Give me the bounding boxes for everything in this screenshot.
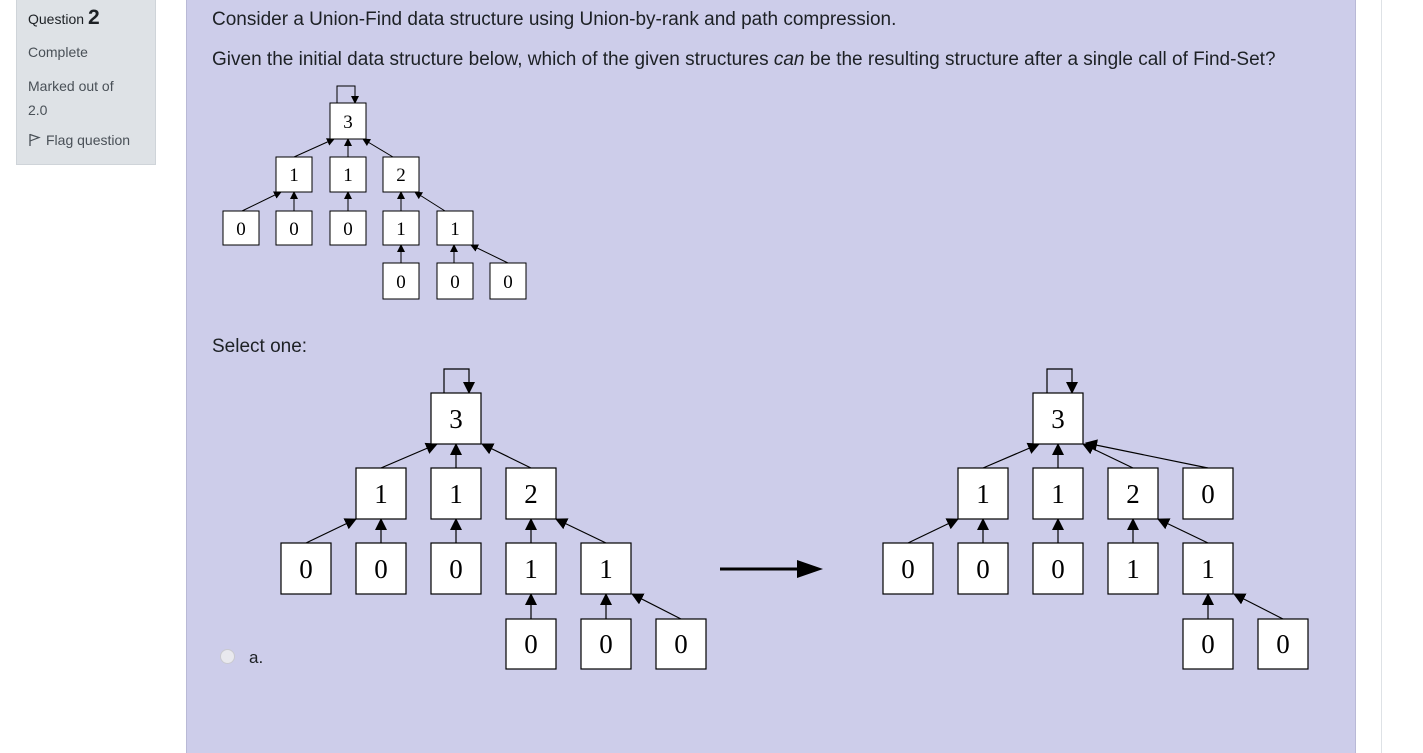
initial-l2-label: 1 <box>396 219 406 240</box>
question-text-line-1: Consider a Union-Find data structure usi… <box>212 9 897 30</box>
initial-l1-label: 1 <box>289 165 299 186</box>
question-number-heading: Question 2 <box>28 6 144 30</box>
right-arrow-icon <box>720 560 823 578</box>
question-text-part-1: Given the initial data structure below, … <box>212 49 774 70</box>
initial-root-label: 3 <box>343 112 353 133</box>
after-l2-label: 0 <box>901 554 915 584</box>
initial-l2-label: 0 <box>289 219 299 240</box>
initial-l2-label: 1 <box>450 219 460 240</box>
before-l2-label: 0 <box>374 554 388 584</box>
after-l3-label: 0 <box>1276 629 1290 659</box>
before-l3-label: 0 <box>674 629 688 659</box>
after-l2-label: 0 <box>1051 554 1065 584</box>
after-l1-label: 1 <box>1051 479 1065 509</box>
after-l1-label: 1 <box>976 479 990 509</box>
question-text-emphasis: can <box>773 49 805 70</box>
marks-label: Marked out of <box>28 78 114 94</box>
before-tree-nodes <box>280 392 707 670</box>
before-l2-label: 0 <box>449 554 463 584</box>
question-label: Question <box>28 11 85 27</box>
question-number: 2 <box>87 6 100 29</box>
after-l1-label: 2 <box>1126 479 1140 509</box>
before-l2-label: 1 <box>599 554 613 584</box>
initial-tree-edges <box>241 85 509 264</box>
before-l1-label: 1 <box>449 479 463 509</box>
flag-icon <box>29 133 41 146</box>
option-a-radio[interactable] <box>220 649 235 664</box>
question-state: Complete <box>28 44 88 60</box>
question-text-part-2: be the resulting structure after a singl… <box>804 49 1276 70</box>
select-one-label: Select one: <box>212 336 308 357</box>
after-root-label: 3 <box>1051 404 1065 434</box>
initial-l3-label: 0 <box>396 272 406 293</box>
question-info: Question 2 Complete Marked out of 2.0 Fl… <box>16 0 156 165</box>
question-text-line-2: Given the initial data structure below, … <box>212 49 1276 71</box>
before-l2-label: 0 <box>299 554 313 584</box>
initial-tree-diagram: 3 1 1 2 0 0 0 1 1 0 0 0 <box>222 85 527 300</box>
after-tree-edges <box>907 368 1284 620</box>
before-l1-label: 1 <box>374 479 388 509</box>
option-a-label: a. <box>249 648 264 667</box>
after-tree-nodes <box>882 392 1309 670</box>
before-l2-label: 1 <box>524 554 538 584</box>
flag-question-link[interactable]: Flag question <box>28 132 144 148</box>
initial-l1-label: 2 <box>396 165 406 186</box>
question-content: Consider a Union-Find data structure usi… <box>186 0 1356 753</box>
after-l2-label: 0 <box>976 554 990 584</box>
before-l1-label: 2 <box>524 479 538 509</box>
after-l2-label: 1 <box>1201 554 1215 584</box>
option-a-diagram: 3 1 1 2 0 0 0 1 1 0 0 0 <box>280 368 1309 670</box>
flag-question-label: Flag question <box>46 132 131 148</box>
initial-l3-label: 0 <box>503 272 513 293</box>
initial-l2-label: 0 <box>343 219 353 240</box>
question-marks: Marked out of 2.0 <box>28 74 144 122</box>
before-l3-label: 0 <box>524 629 538 659</box>
marks-value: 2.0 <box>28 102 48 118</box>
initial-l3-label: 0 <box>450 272 460 293</box>
before-tree-edges <box>305 368 682 620</box>
initial-l2-label: 0 <box>236 219 246 240</box>
initial-l1-label: 1 <box>343 165 353 186</box>
initial-tree-nodes <box>222 102 527 300</box>
after-l1-label: 0 <box>1201 479 1215 509</box>
before-l3-label: 0 <box>599 629 613 659</box>
page-right-border <box>1381 0 1382 753</box>
after-l2-label: 1 <box>1126 554 1140 584</box>
before-root-label: 3 <box>449 404 463 434</box>
after-l3-label: 0 <box>1201 629 1215 659</box>
